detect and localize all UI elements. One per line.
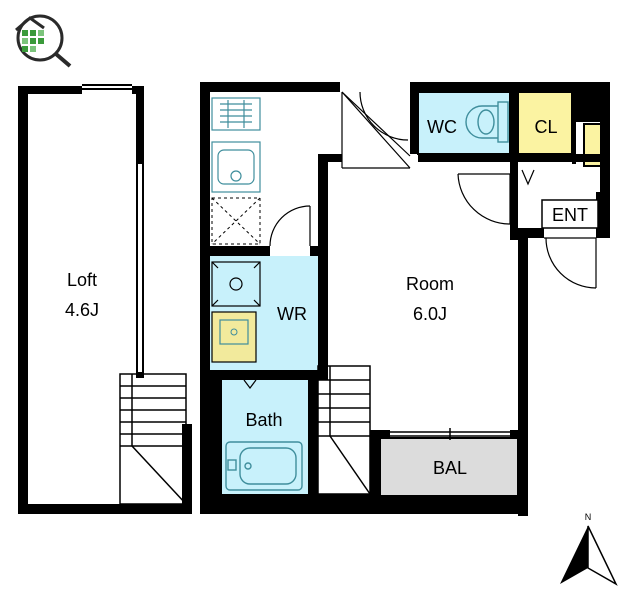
loft-area: [18, 84, 192, 514]
fridge-space: [211, 197, 261, 245]
washbasin-icon: [211, 311, 257, 363]
logo-icon: [15, 14, 72, 68]
bath-label: Bath: [245, 410, 282, 430]
stove-icon: [211, 141, 261, 193]
walls: [200, 82, 610, 516]
room-label: Room: [406, 274, 454, 294]
stairs-icon: [119, 373, 187, 505]
stairs-icon: [317, 365, 371, 495]
compass-label: N: [585, 512, 592, 522]
wc-label: WC: [427, 117, 457, 137]
closet-label: CL: [534, 117, 557, 137]
entrance-box: [541, 199, 599, 229]
compass-icon: [560, 525, 618, 586]
room-size: 6.0J: [413, 304, 447, 324]
doors: [243, 91, 597, 389]
bath-fill: [222, 380, 308, 494]
balcony-window: [390, 428, 510, 440]
entrance-label: ENT: [552, 205, 588, 225]
loft-size: 4.6J: [65, 300, 99, 320]
balcony-label: BAL: [433, 458, 467, 478]
washer-pan-icon: [211, 261, 261, 307]
loft-label: Loft: [67, 270, 97, 290]
wr-label: WR: [277, 304, 307, 324]
toilet-icon: [465, 101, 509, 143]
kitchen-sink-icon: [211, 97, 261, 131]
bathtub-icon: [225, 441, 303, 491]
